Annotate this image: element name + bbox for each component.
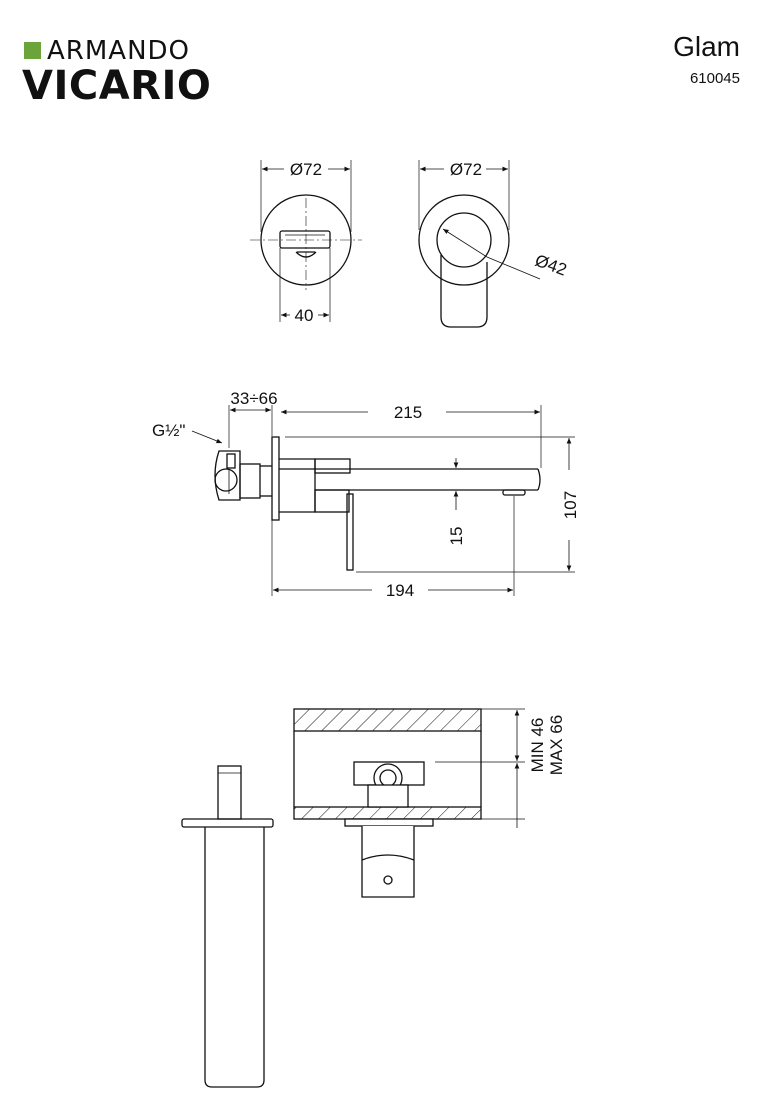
product-code: 610045 <box>689 70 740 87</box>
brand-name-line2: VICARIO <box>22 63 212 109</box>
brand-name-line1: ARMANDO <box>47 36 191 66</box>
dim-outlet-drop: 15 <box>447 527 466 546</box>
dim-front-width: 40 <box>295 306 314 325</box>
front-view-spout <box>418 160 541 328</box>
dim-max-depth: MAX 66 <box>547 715 566 775</box>
dim-wall-depth: 33÷66 <box>230 389 277 408</box>
dim-spout-length: 215 <box>394 403 422 422</box>
dim-min-depth: MIN 46 <box>528 718 547 773</box>
dim-thread: G½" <box>152 421 185 440</box>
built-in-body-view <box>293 708 525 898</box>
dim-spout-diameter: Ø42 <box>533 251 570 280</box>
dim-height: 107 <box>561 491 580 519</box>
dim-projection: 194 <box>386 581 414 600</box>
spout-detail-view <box>181 765 274 1088</box>
dim-side-diameter: Ø72 <box>450 160 482 179</box>
brand-logo: ARMANDO VICARIO <box>22 36 242 109</box>
product-name: Glam <box>673 31 740 62</box>
front-view-handle <box>250 160 362 322</box>
dim-front-diameter: Ø72 <box>290 160 322 179</box>
side-view <box>191 405 575 596</box>
brand-mark-icon <box>24 42 41 59</box>
